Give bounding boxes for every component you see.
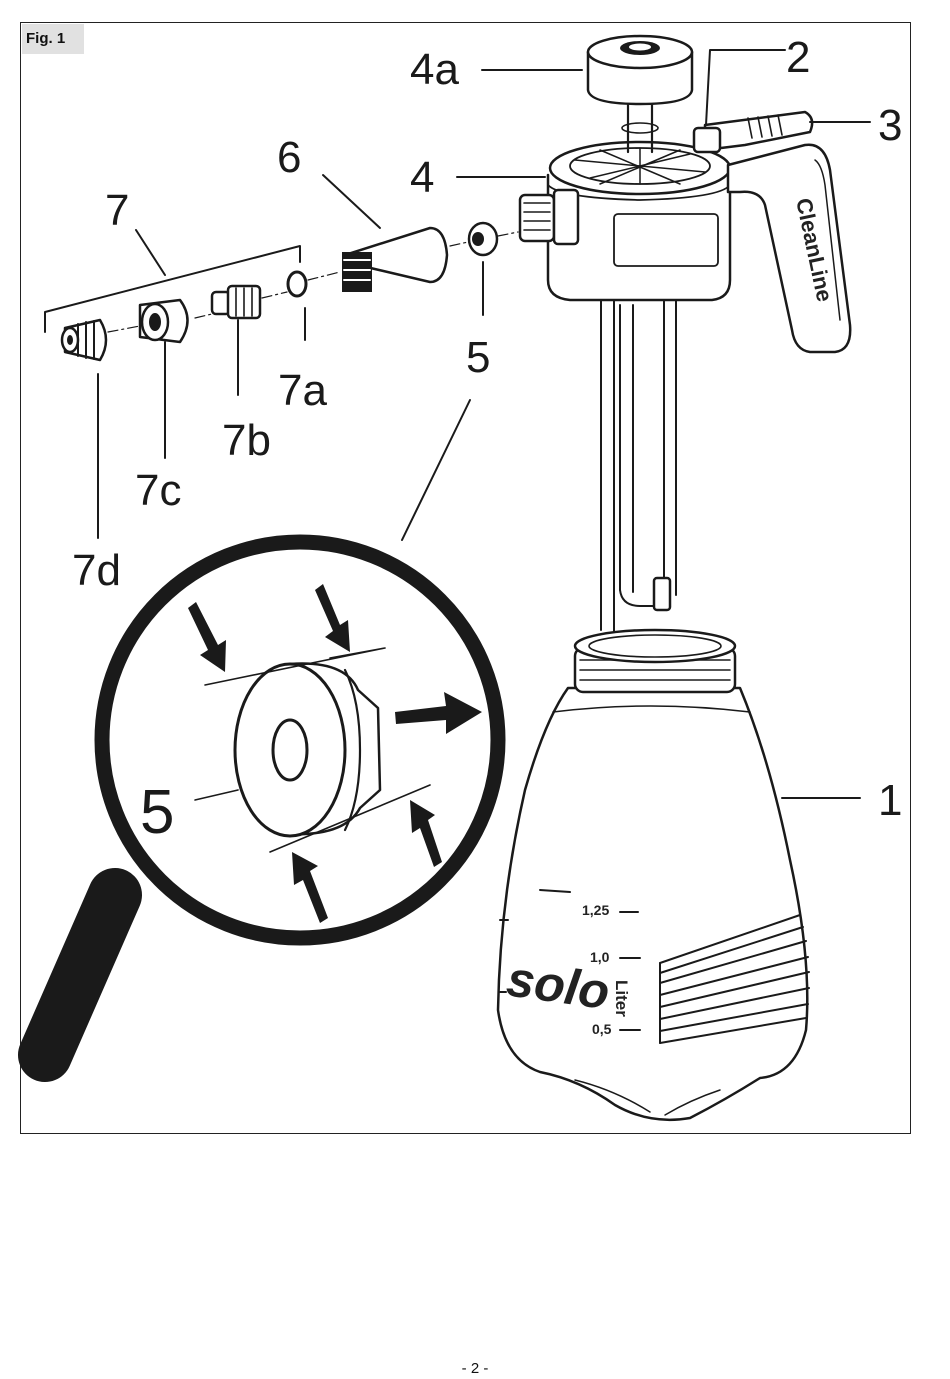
callout-2: 2: [786, 33, 810, 82]
callout-4a: 4a: [410, 45, 459, 94]
pump-head: [520, 36, 850, 352]
callout-1: 1: [878, 776, 902, 825]
callout-7c: 7c: [135, 466, 181, 515]
callout-7: 7: [105, 186, 129, 235]
part-7b-insert: [212, 286, 260, 318]
part-5-seal: [469, 223, 497, 255]
callout-7b: 7b: [222, 416, 271, 465]
callout-5-zoom: 5: [140, 778, 174, 847]
page-number: - 2 -: [0, 1360, 950, 1377]
bottle: [498, 630, 809, 1120]
scale-mark-low: 0,5: [592, 1021, 612, 1037]
scale-mark-mid: 1,0: [590, 949, 610, 965]
callout-7a: 7a: [278, 366, 327, 415]
callout-7d: 7d: [72, 546, 121, 595]
part-7a-oring: [288, 272, 306, 296]
callout-6: 6: [277, 133, 301, 182]
part-7d-tip: [62, 320, 106, 360]
callout-5: 5: [466, 333, 490, 382]
scale-mark-top: 1,25: [582, 902, 609, 918]
callout-4: 4: [410, 153, 434, 202]
callout-3: 3: [878, 101, 902, 150]
bottle-unit-text: Liter: [612, 980, 631, 1017]
part-6-nozzle: [342, 228, 447, 292]
pump-cylinder: [601, 300, 676, 632]
part-7c-cap: [140, 300, 188, 342]
magnifier: [45, 542, 498, 1055]
